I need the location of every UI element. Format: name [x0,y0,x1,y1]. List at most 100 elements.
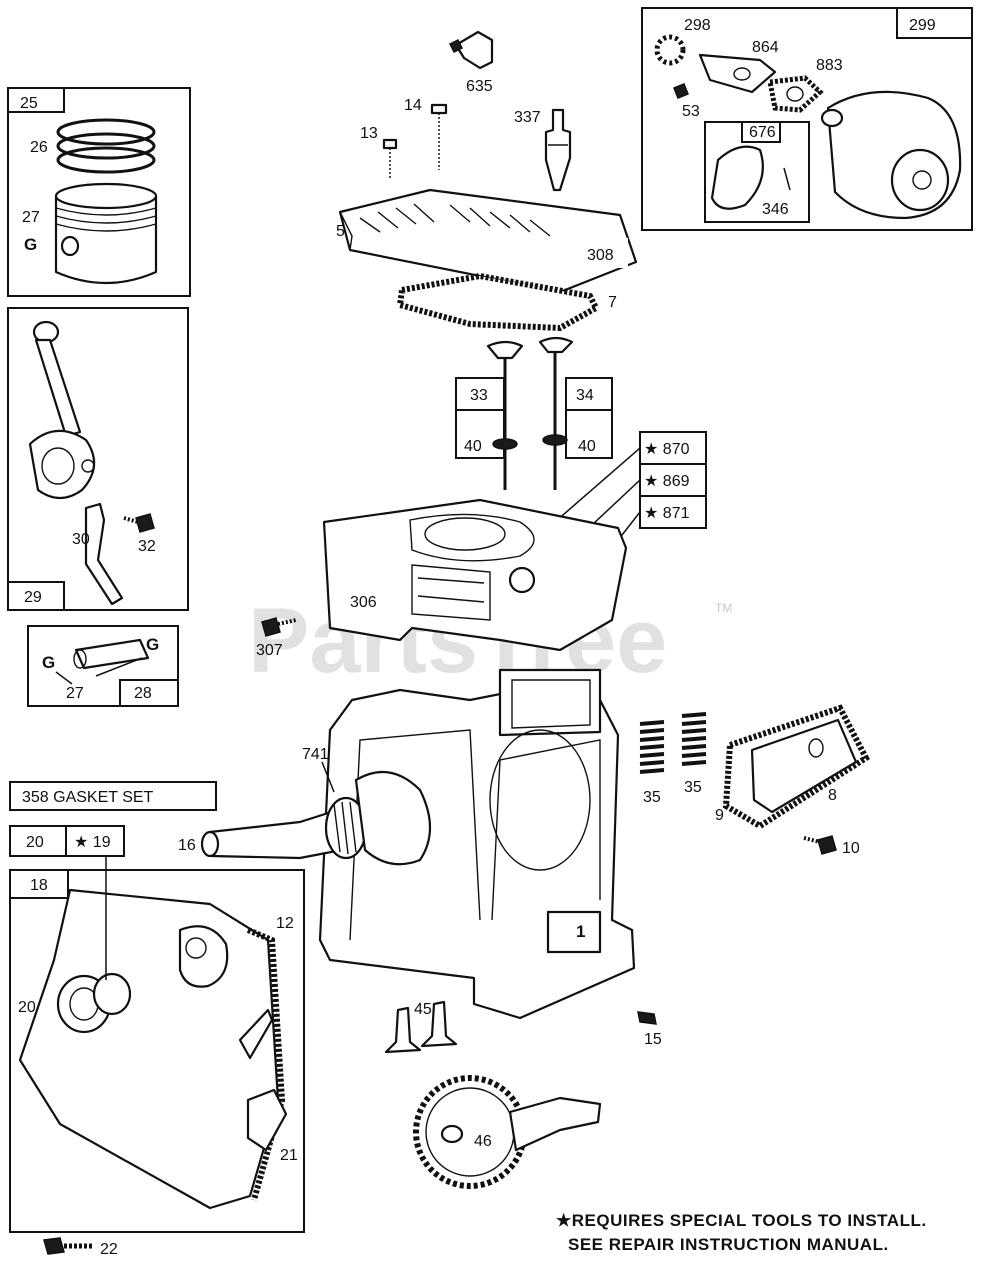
cam-gear-46 [413,1075,527,1189]
retainer-ring-27a: G [24,235,37,254]
tappet-45b [420,1000,458,1048]
label-27a: 27 [22,209,40,226]
crankcase-cover-number-box [9,869,69,899]
label-33: 33 [470,387,488,404]
label-869: ★ 869 [644,473,690,490]
piston-pin-28 [74,638,150,670]
label-45: 45 [414,1001,432,1018]
repair-manual-note: SEE REPAIR INSTRUCTION MANUAL. [568,1235,889,1254]
seal-20-box [9,825,67,857]
label-299: 299 [909,17,936,34]
connecting-rod-number-box [7,581,65,611]
plug-15 [637,1011,657,1025]
label-676: 676 [749,124,776,141]
connecting-rod-29 [34,338,82,438]
label-28: 28 [134,685,152,702]
label-298: 298 [684,17,711,34]
label-635: 635 [466,78,493,95]
label-14: 14 [404,97,422,114]
intake-valve-head [486,340,524,360]
piston-pin-group: G G 27 28 [27,625,179,707]
label-21: 21 [280,1147,298,1164]
label-53: 53 [682,103,700,120]
label-20b: 20 [18,999,36,1016]
label-40b: 40 [578,438,596,455]
breather-cover-8 [750,718,858,814]
retainer-ring-27b-left: G [42,653,55,672]
crankcase-cover-group: 358 GASKET SET 20 ★ 19 18 12 20 21 [9,781,305,1233]
label-22: 22 [100,1241,118,1258]
label-864: 864 [752,39,779,56]
label-1: 1 [576,922,585,941]
screw-32 [135,513,155,533]
label-15: 15 [644,1031,662,1048]
muffler-kit-group: 298 864 299 883 53 676 346 [641,7,973,231]
label-40a: 40 [464,438,482,455]
crank-counterweight [354,770,431,866]
bolt-14-head [430,103,448,115]
cylinder-block-306 [322,498,628,652]
muffler-deflector-864 [698,53,777,94]
guard-subkit-number-box [741,121,781,143]
gasket-set-box [9,781,217,811]
dipper-30 [84,502,124,606]
label-741: 741 [302,746,329,763]
valve-spring-35a [639,720,665,774]
label-20: 20 [26,834,44,851]
head-gasket-7 [396,272,600,332]
label-7: 7 [608,294,617,311]
governor-shaft [246,1088,288,1152]
muffler-guard-676 [710,145,764,210]
label-883: 883 [816,57,843,74]
piston-ring-1 [56,118,156,146]
label-26: 26 [30,139,48,156]
label-307: 307 [256,642,283,659]
exhaust-valve-head [538,336,574,354]
guide-bushing-callouts: ★ 870 ★ 869 ★ 871 [539,431,707,641]
muffler-kit-number-box [896,7,973,39]
label-358-gasket-set: 358 GASKET SET [22,789,154,806]
label-35a: 35 [643,789,661,806]
valve-33-box [455,377,505,411]
retainer-ring-27b-right: G [146,635,159,654]
muffler-gasket-883 [767,75,824,113]
connecting-rod-cap [28,429,96,500]
label-27b: 27 [66,685,84,702]
label-9: 9 [715,807,724,824]
screw-53 [673,83,689,99]
special-tools-note: ★REQUIRES SPECIAL TOOLS TO INSTALL. [556,1211,927,1230]
seal-19-box [65,825,125,857]
label-18: 18 [30,877,48,894]
trademark-mark: TM [715,601,732,615]
connecting-rod-group: 30 32 29 [7,307,189,611]
label-870: ★ 870 [644,441,690,458]
cylinder-head-group: 635 14 13 337 5 308 7 [336,30,638,332]
piston-ring-3 [56,146,156,174]
valve-34-retainer-box [565,409,613,459]
engine-block-group: 1 306 741 16 307 [178,498,636,1020]
governor-boss [178,925,229,988]
camshaft-tappet-group: 45 15 46 [384,1000,662,1189]
camshaft-lobes [508,1096,602,1152]
piston-group: 25 26 27 G [7,87,191,297]
screw-307 [261,617,281,637]
valve-chamber [498,668,602,737]
label-8: 8 [828,787,837,804]
valve-group: 33 34 40 40 [455,336,613,490]
cover-gasket-12 [246,927,286,1201]
label-12: 12 [276,915,294,932]
label-30: 30 [72,531,90,548]
label-13: 13 [360,125,378,142]
screw-10 [817,835,837,855]
spark-plug-337 [544,108,572,192]
label-346: 346 [762,201,789,218]
screw-22 [43,1237,65,1255]
valve-33-retainer-box [455,409,505,459]
lock-washer-298 [654,34,686,66]
label-29: 29 [24,589,42,606]
piston-number-box [7,87,65,113]
label-16: 16 [178,837,196,854]
label-10: 10 [842,840,860,857]
label-35b: 35 [684,779,702,796]
label-308: 308 [587,247,614,264]
